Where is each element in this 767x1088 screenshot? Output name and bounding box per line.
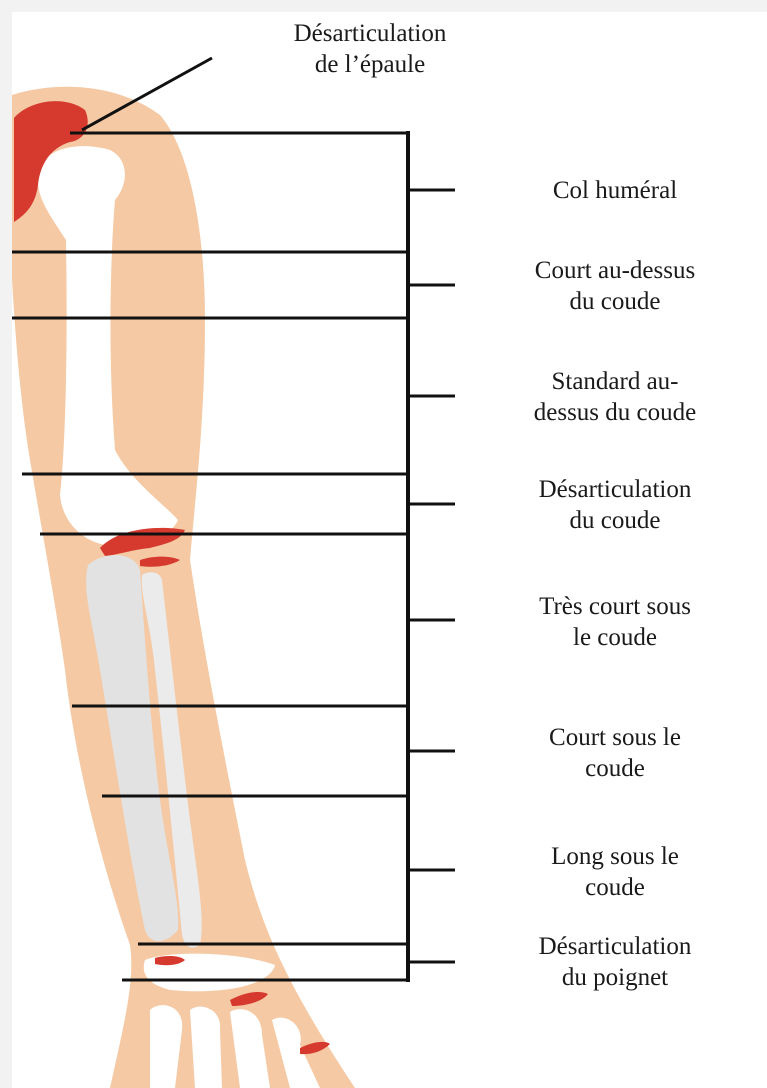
- level-label-long-sous: Long sous le coude: [470, 841, 760, 903]
- level-label-tres-court-sous: Très court sous le coude: [470, 591, 760, 653]
- arm-illustration: [12, 87, 355, 1088]
- bracket-ticks: [408, 190, 455, 962]
- shoulder-disarticulation-label: Désarticulation de l’épaule: [240, 18, 500, 80]
- level-label-court-au-dessus: Court au-dessus du coude: [470, 255, 760, 317]
- level-label-desarticulation-coude: Désarticulation du coude: [470, 474, 760, 536]
- level-label-desarticulation-poignet: Désarticulation du poignet: [470, 931, 760, 993]
- level-label-standard-au-dessus: Standard au- dessus du coude: [470, 366, 760, 428]
- level-label-court-sous: Court sous le coude: [470, 722, 760, 784]
- level-label-col-humeral: Col huméral: [470, 175, 760, 206]
